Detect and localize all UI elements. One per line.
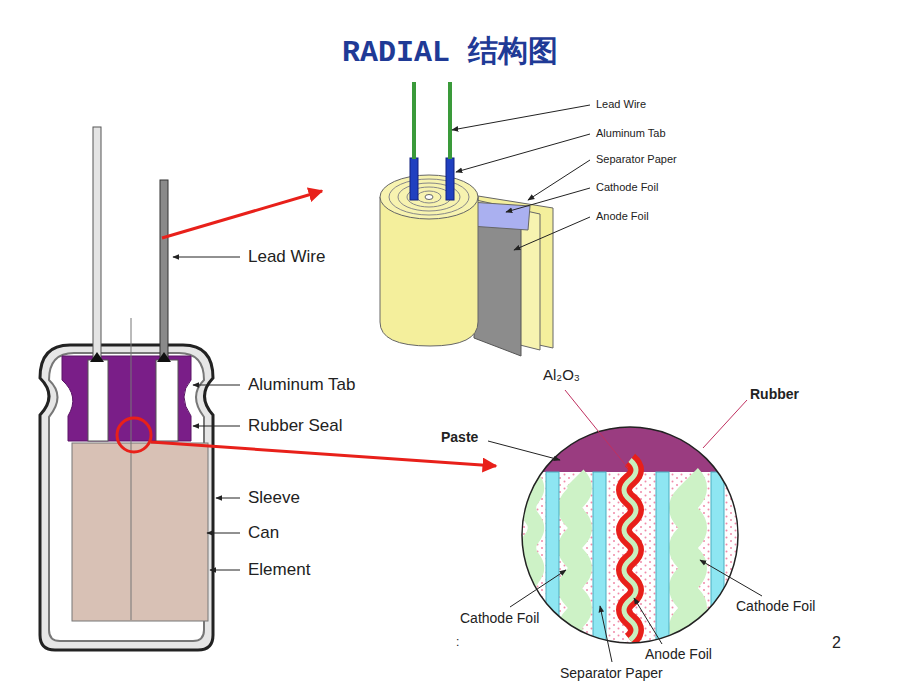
part-label: Anode Foil bbox=[596, 210, 649, 223]
part-label: Anode Foil bbox=[645, 646, 712, 662]
page-number: 2 bbox=[832, 634, 841, 652]
part-label: Separator Paper bbox=[596, 153, 677, 166]
wound-element bbox=[380, 82, 590, 356]
capacitor-section bbox=[40, 127, 240, 650]
part-label: Paste bbox=[441, 429, 478, 445]
part-label: Can bbox=[248, 523, 279, 543]
part-label: Rubber Seal bbox=[248, 416, 343, 436]
part-label: Lead Wire bbox=[248, 247, 325, 267]
part-label: Cathode Foil bbox=[460, 610, 539, 626]
oxide-label: Al₂O₃ bbox=[543, 366, 580, 383]
part-label: Sleeve bbox=[248, 488, 300, 508]
pointer-arrow bbox=[162, 191, 322, 238]
part-label: Element bbox=[248, 560, 310, 580]
part-label: Cathode Foil bbox=[596, 181, 658, 194]
part-label: Aluminum Tab bbox=[248, 375, 355, 395]
part-label: Lead Wire bbox=[596, 98, 646, 111]
part-label: Aluminum Tab bbox=[596, 127, 666, 140]
diagram-title: RADIAL 结构图 bbox=[342, 36, 558, 71]
pointer-arrow bbox=[151, 442, 496, 466]
part-label: Rubber bbox=[750, 386, 799, 402]
footer-mark: : bbox=[456, 636, 459, 650]
part-label: Cathode Foil bbox=[736, 598, 815, 614]
part-label: Separator Paper bbox=[560, 665, 663, 681]
